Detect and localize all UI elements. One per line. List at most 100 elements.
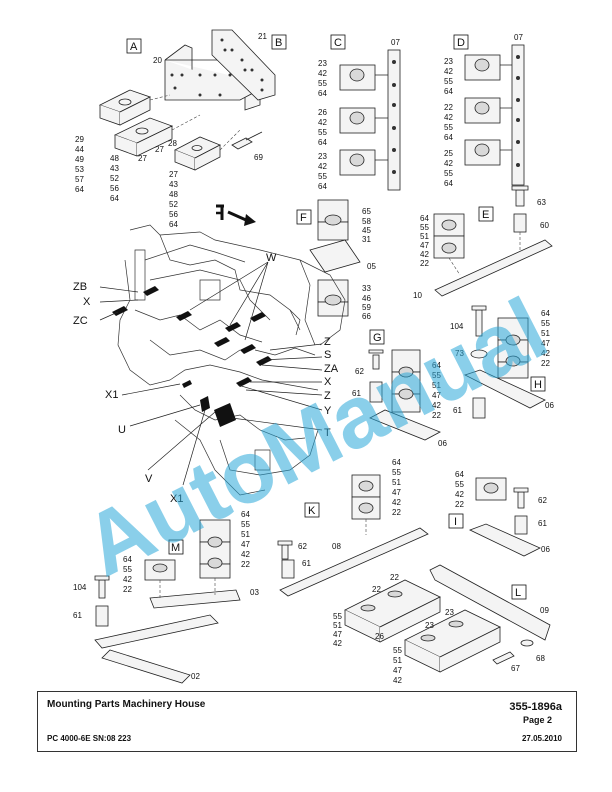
- callout-g-col1-1: 55: [432, 371, 441, 380]
- callout-d-col2-1: 42: [444, 113, 453, 122]
- callout-k-62: 62: [298, 542, 307, 551]
- view-box-b: [271, 34, 287, 50]
- machine-label-x-right: X: [324, 376, 332, 388]
- callout-c-col2-2: 55: [318, 128, 327, 137]
- view-g-assembly: [368, 349, 441, 441]
- view-b-plate: [211, 29, 276, 101]
- view-label-g: G: [373, 332, 382, 344]
- callout-i-col1-0: 64: [455, 470, 464, 479]
- callout-b-21: 21: [258, 32, 267, 41]
- callout-d-col3-3: 64: [444, 179, 453, 188]
- view-box-i: [448, 513, 464, 529]
- callout-a-27b: 27: [155, 145, 164, 154]
- callout-k-col1-4: 42: [392, 498, 401, 507]
- machinery-house-outline: [117, 224, 346, 496]
- callout-m-03: 03: [250, 588, 259, 597]
- callout-f-col1-3: 31: [362, 235, 371, 244]
- callout-g-col1-2: 51: [432, 381, 441, 390]
- callout-k-col1-0: 64: [392, 458, 401, 467]
- callout-k-col1-5: 22: [392, 508, 401, 517]
- callout-a-col1-3: 53: [75, 165, 84, 174]
- callout-g-61: 61: [352, 389, 361, 398]
- callout-h-73: 73: [455, 349, 464, 358]
- callout-d-col1-0: 23: [444, 57, 453, 66]
- view-f-direction-arrow: [216, 204, 256, 226]
- callout-c-col1-0: 23: [318, 59, 327, 68]
- callout-h-col1-3: 47: [541, 339, 550, 348]
- view-label-h: H: [534, 379, 542, 391]
- view-box-k: [304, 502, 320, 518]
- callout-a-col3-5: 64: [169, 220, 178, 229]
- machine-label-w: W: [266, 252, 277, 264]
- callout-a-col2-2: 52: [110, 174, 119, 183]
- callout-l-col2-2: 47: [393, 666, 402, 675]
- callout-m-col1-1: 55: [241, 520, 250, 529]
- view-label-a: A: [130, 41, 138, 53]
- machine-label-zb: ZB: [73, 281, 87, 293]
- view-box-m: [168, 539, 184, 555]
- machine-label-x1-bottom: X1: [170, 493, 183, 505]
- callout-k-61: 61: [302, 559, 311, 568]
- callout-l-09: 09: [540, 606, 549, 615]
- callout-g-col1-4: 42: [432, 401, 441, 410]
- view-label-m: M: [171, 542, 180, 554]
- machine-label-u: U: [118, 424, 126, 436]
- view-label-i: I: [454, 516, 457, 528]
- callout-e-col1-4: 42: [420, 250, 429, 259]
- view-label-f: F: [300, 212, 307, 224]
- callout-m-col1-3: 47: [241, 540, 250, 549]
- document-code: 355-1896a: [509, 701, 562, 713]
- callout-c-col3-3: 64: [318, 182, 327, 191]
- view-box-d: [453, 34, 469, 50]
- callout-a-col1-4: 57: [75, 175, 84, 184]
- callout-c-col3-1: 42: [318, 162, 327, 171]
- view-h-assembly: [463, 305, 546, 419]
- callout-a-col1-5: 64: [75, 185, 84, 194]
- view-k-assembly: [277, 474, 429, 597]
- callout-e-col1-5: 22: [420, 259, 429, 268]
- document-date: 27.05.2010: [521, 734, 562, 743]
- callout-l-col2-1: 51: [393, 656, 402, 665]
- view-label-c: C: [334, 37, 342, 49]
- machine-model: PC 4000-6E SN:08 223: [47, 734, 132, 743]
- callout-d-col3-2: 55: [444, 169, 453, 178]
- callout-a-col3-0: 27: [169, 170, 178, 179]
- callout-e-60: 60: [540, 221, 549, 230]
- callout-m-col2-2: 42: [123, 575, 132, 584]
- callout-a-col3-1: 43: [169, 180, 178, 189]
- callout-m-col2-3: 22: [123, 585, 132, 594]
- view-box-g: [369, 329, 385, 345]
- callout-k-col1-2: 51: [392, 478, 401, 487]
- callout-f-col1-1: 58: [362, 217, 371, 226]
- view-box-l: [511, 584, 527, 600]
- callout-l-col1-2: 47: [333, 630, 342, 639]
- machine-label-z-top: Z: [324, 336, 331, 348]
- machine-label-z-lower: Z: [324, 390, 331, 402]
- view-box-f: [296, 209, 312, 225]
- view-label-l: L: [515, 587, 521, 599]
- callout-l-23a: 23: [425, 621, 434, 630]
- view-label-b: B: [275, 37, 282, 49]
- view-label-d: D: [457, 37, 465, 49]
- callout-a-col1-2: 49: [75, 155, 84, 164]
- callout-a-col1-0: 29: [75, 135, 84, 144]
- machine-label-v: V: [145, 473, 153, 485]
- machine-label-t: T: [324, 427, 331, 439]
- callout-h-col1-4: 42: [541, 349, 550, 358]
- callout-i-62: 62: [538, 496, 547, 505]
- machine-label-za: ZA: [324, 363, 339, 375]
- view-c-assembly: [339, 49, 401, 191]
- callout-d-col1-1: 42: [444, 67, 453, 76]
- view-i-assembly: [468, 477, 541, 557]
- callout-a-28: 28: [168, 139, 177, 148]
- callout-h-104: 104: [450, 322, 464, 331]
- callout-c-col3-2: 55: [318, 172, 327, 181]
- callout-h-06: 06: [545, 401, 554, 410]
- title-block: Mounting Parts Machinery House 355-1896a…: [37, 691, 577, 752]
- callout-m-col1-5: 22: [241, 560, 250, 569]
- callout-h-col1-1: 55: [541, 319, 550, 328]
- callout-l-23b: 23: [445, 608, 454, 617]
- callout-c-col1-1: 42: [318, 69, 327, 78]
